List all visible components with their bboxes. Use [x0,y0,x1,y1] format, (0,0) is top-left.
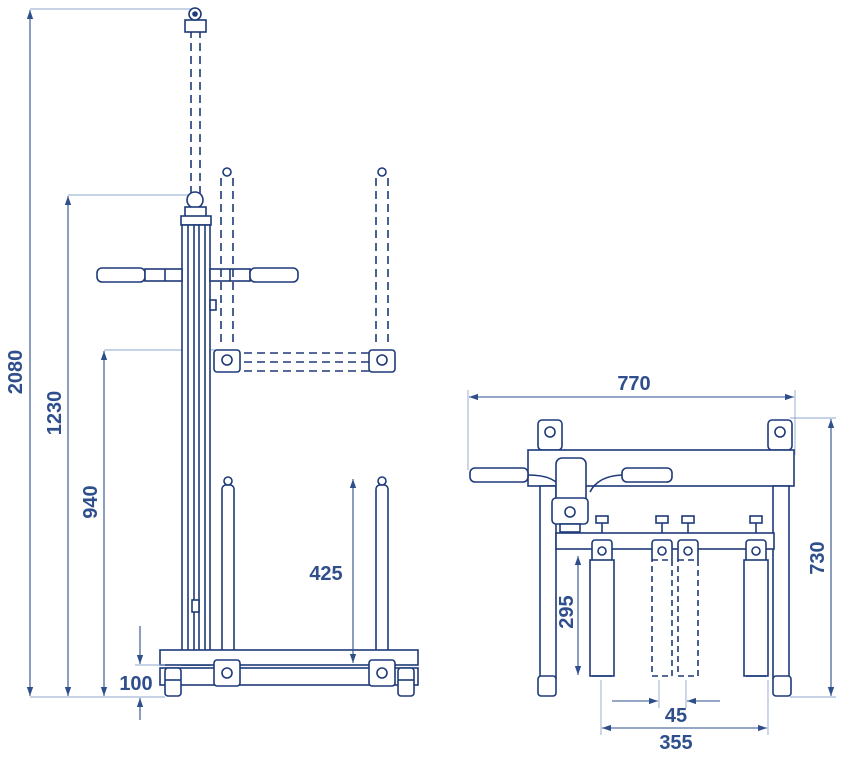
dim-overall-width: 770 [617,373,650,395]
upper-arm-caps [213,167,396,373]
side-dimension-lines [26,10,357,720]
dim-pad-gap: 45 [665,705,687,727]
side-extension-lines [30,8,226,698]
front-extension-lines [467,390,836,735]
side-handlebar [96,267,299,283]
mast-extension-dashed [184,7,207,195]
front-view-drawing [467,390,836,735]
front-top-ears [537,419,793,451]
dim-base-height: 100 [119,673,152,695]
dim-pad-span: 355 [659,732,692,754]
front-side-legs [537,485,792,697]
side-view-drawing [26,7,419,720]
dim-lower-leg-height: 425 [309,563,342,585]
front-knobs [595,515,763,533]
lower-legs [221,476,389,661]
front-pads-solid [589,559,769,677]
dimension-labels: 2080 1230 940 425 100 770 730 295 45 355 [5,350,829,754]
front-dimension-lines [469,393,835,732]
dim-mast-height: 1230 [44,391,66,436]
dim-pad-height: 295 [556,595,578,628]
side-base-frame [159,649,419,687]
side-casters [164,667,415,697]
front-handles [469,467,673,493]
mast-top-knob [180,191,212,226]
upper-arms-dashed [218,178,390,372]
front-pads-dashed [651,559,699,677]
front-center-mechanism [551,457,589,533]
mast [181,224,217,666]
dim-arm-height: 940 [80,485,102,518]
dim-frame-height: 730 [807,541,829,574]
dim-total-height: 2080 [5,350,27,395]
